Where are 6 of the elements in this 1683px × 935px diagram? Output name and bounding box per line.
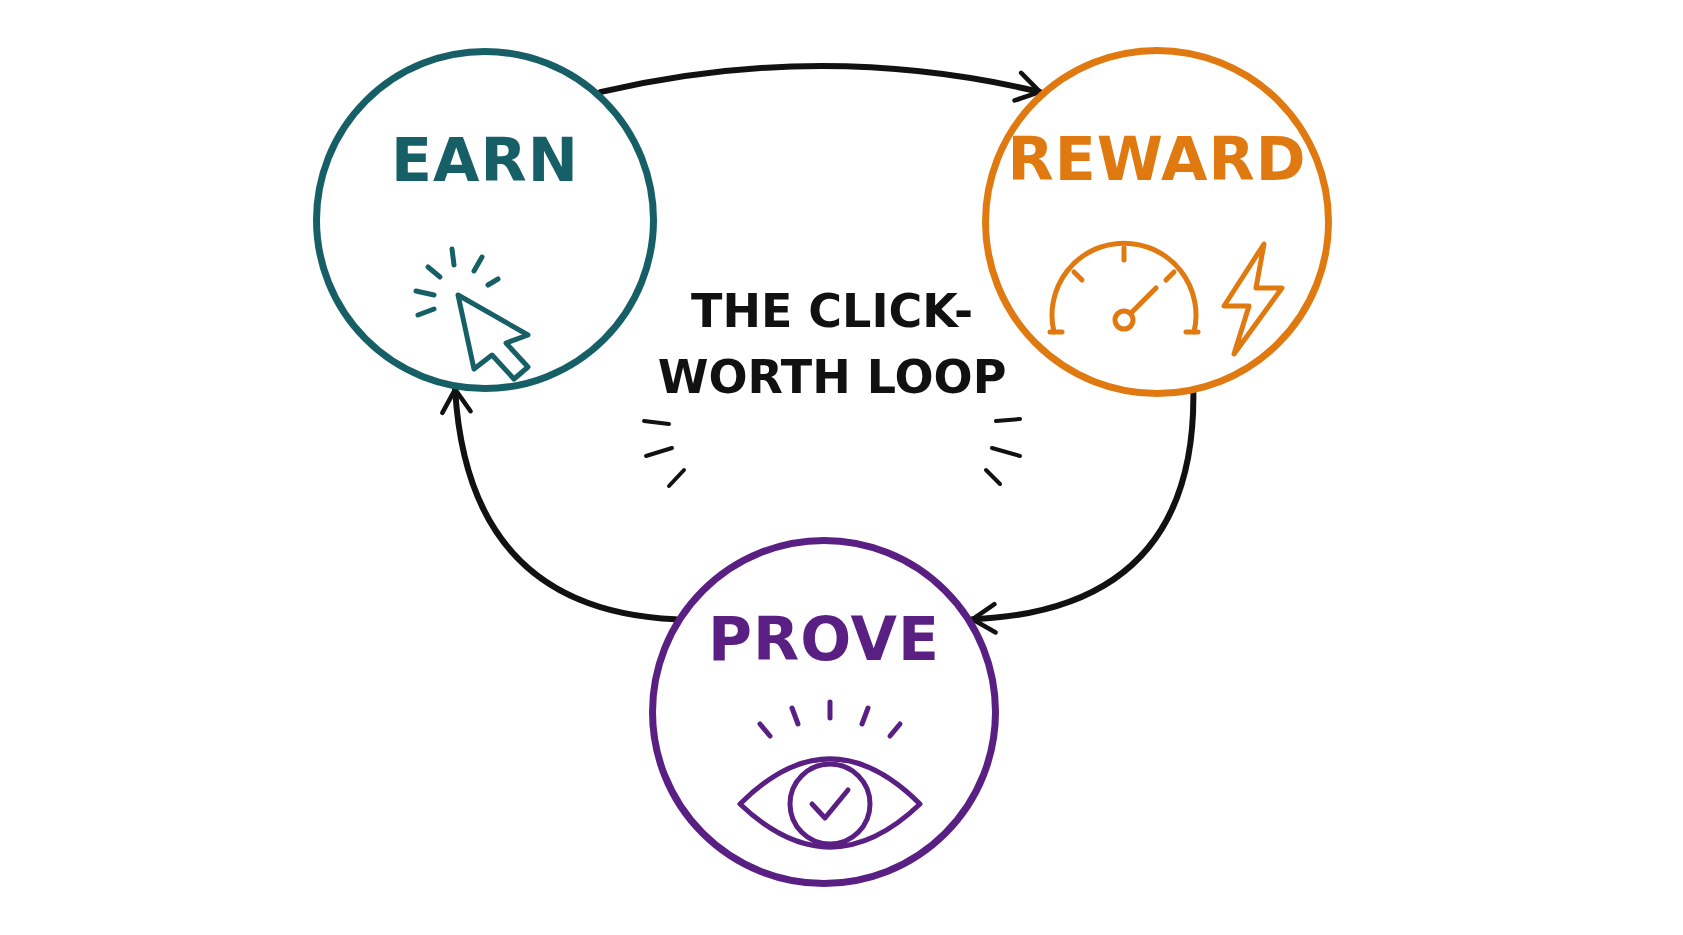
node-label: PROVE [707,604,941,674]
node-label: EARN [390,125,580,195]
diagram-title: THE CLICK-WORTH LOOP [656,283,1008,406]
arrow [597,63,1043,104]
arrow [969,390,1197,634]
node-label: REWARD [1006,124,1308,194]
